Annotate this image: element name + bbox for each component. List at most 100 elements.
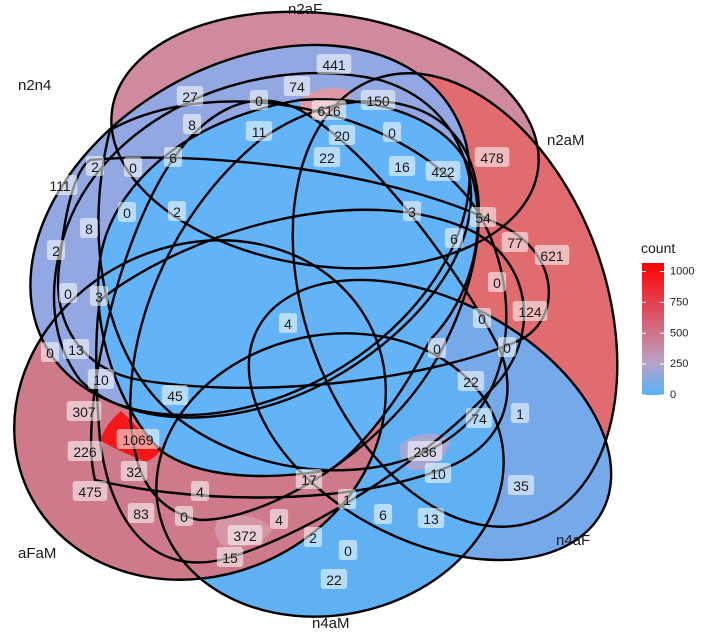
region-count-value: 372 <box>233 528 257 544</box>
region-count-value: 4 <box>196 484 204 500</box>
region-count-box <box>89 286 109 306</box>
region-count-box <box>283 76 311 96</box>
outline-lobe-a <box>52 72 473 419</box>
set-label-n2n4: n2n4 <box>18 77 51 94</box>
region-count-value: 8 <box>188 117 196 133</box>
region-count-box <box>472 308 492 328</box>
region-count-box <box>216 547 244 567</box>
region-count-value: 0 <box>478 311 486 327</box>
region-count: 27 <box>176 86 204 106</box>
region-count: 0 <box>497 337 517 357</box>
region-count-value: 10 <box>93 372 109 388</box>
region-count-box <box>373 504 393 524</box>
region-count-value: 441 <box>322 57 346 73</box>
region-count-box <box>402 201 422 221</box>
outline-lobe-c <box>129 99 481 522</box>
region-count-value: 11 <box>252 124 267 140</box>
region-count-box <box>227 525 263 545</box>
region-count: 1 <box>510 403 530 423</box>
region-count-value: 2 <box>91 159 99 175</box>
region-count-value: 621 <box>540 248 564 264</box>
region-count: 22 <box>320 569 348 589</box>
region-count-value: 77 <box>507 235 523 251</box>
region-count-box <box>425 161 461 181</box>
region-count-box <box>85 156 105 176</box>
region-count-value: 0 <box>388 125 396 141</box>
region-count-value: 22 <box>326 572 342 588</box>
region-count-value: 2 <box>309 530 317 546</box>
region-count: 3 <box>89 286 109 306</box>
region-count: 32 <box>120 461 148 481</box>
region-count: 17 <box>295 469 323 489</box>
region-count-box <box>328 125 356 145</box>
region-count-value: 124 <box>518 304 542 320</box>
region-count-value: 4 <box>275 512 283 528</box>
region-count-value: 0 <box>64 286 72 302</box>
region-count-value: 0 <box>503 340 511 356</box>
inner-overlap-region <box>98 99 478 476</box>
region-count-value: 15 <box>222 550 238 566</box>
region-count-box <box>510 403 530 423</box>
region-count-value: 1 <box>343 492 351 508</box>
outline-aFaM <box>13 239 387 581</box>
region-count-value: 17 <box>301 472 317 488</box>
region-count-value: 74 <box>289 79 305 95</box>
region-count: 226 <box>67 441 103 461</box>
region-count-box <box>190 481 210 501</box>
region-count-box <box>424 463 452 483</box>
region-count: 1069 <box>116 429 160 449</box>
region-count-value: 0 <box>255 93 263 109</box>
region-count-value: 83 <box>133 506 149 522</box>
region-count-box <box>269 509 289 529</box>
region-count: 616 <box>311 100 347 120</box>
region-count-box <box>444 228 464 248</box>
region-count: 20 <box>328 125 356 145</box>
region-count-box <box>72 481 108 501</box>
region-count-value: 236 <box>413 444 437 460</box>
region-count-value: 478 <box>480 150 504 166</box>
region-count: 45 <box>161 385 189 405</box>
region-count-value: 0 <box>129 160 137 176</box>
region-count-box <box>127 503 155 523</box>
region-count-value: 74 <box>471 411 487 427</box>
region-count-box <box>534 245 570 265</box>
region-count: 54 <box>469 207 497 227</box>
region-count: 16 <box>388 156 416 176</box>
region-count-box <box>388 156 416 176</box>
region-count-box <box>182 114 202 134</box>
region-count: 621 <box>534 245 570 265</box>
region-count-value: 54 <box>475 210 491 226</box>
region-count-box <box>320 569 348 589</box>
region-count-box <box>316 54 352 74</box>
region-count-value: 0 <box>46 345 54 361</box>
region-count-value: 1 <box>516 406 524 422</box>
outline-lobe-b <box>97 100 508 472</box>
region-count-value: 6 <box>169 150 177 166</box>
region-count-box <box>42 175 78 195</box>
region-count-box <box>507 475 535 495</box>
region-count: 6 <box>444 228 464 248</box>
region-count-box <box>116 429 160 449</box>
region-count-value: 0 <box>493 275 501 291</box>
region-count-value: 20 <box>334 128 350 144</box>
region-count-box <box>497 337 517 357</box>
region-count-value: 13 <box>68 342 84 358</box>
region-count: 0 <box>338 540 358 560</box>
region-count: 83 <box>127 503 155 523</box>
region-count: 4 <box>190 481 210 501</box>
region-count: 475 <box>72 481 108 501</box>
region-count-box <box>79 218 99 238</box>
outline-lobe-f <box>89 99 509 499</box>
region-count-value: 1069 <box>122 432 153 448</box>
region-count: 2 <box>167 201 187 221</box>
set-label-aFaM: aFaM <box>18 545 56 562</box>
set-labels: n2aF n2aM n4aF n4aM aFaM n2n4 <box>18 1 590 632</box>
region-count-value: 0 <box>344 543 352 559</box>
region-count: 1 <box>337 489 357 509</box>
region-count-value: 6 <box>450 231 458 247</box>
region-count-box <box>46 240 66 260</box>
region-count: 6 <box>373 504 393 524</box>
